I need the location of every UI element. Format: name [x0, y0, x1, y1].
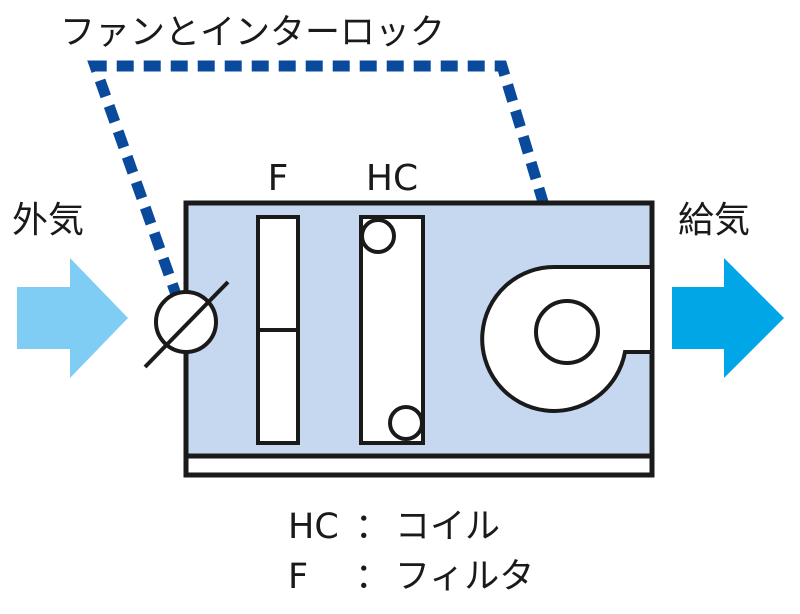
legend-f-key: F	[288, 557, 308, 597]
legend: HC ： コイル F ： フィルタ	[288, 507, 534, 597]
legend-hc-key: HC	[288, 507, 339, 547]
coil-header-bottom	[388, 405, 424, 441]
interlock-label: ファンとインターロック	[60, 13, 445, 53]
heating-coil-label: HC	[366, 158, 418, 199]
fan-impeller	[534, 299, 600, 365]
supply-air-label: 給気	[678, 200, 750, 241]
outside-air-arrow	[17, 258, 128, 378]
legend-f-separator: ：	[355, 557, 390, 597]
legend-hc-separator: ：	[355, 507, 390, 547]
damper-blade	[143, 280, 230, 369]
coil-header-top	[360, 218, 396, 254]
legend-hc-value: コイル	[395, 507, 500, 547]
outside-air-label: 外気	[12, 200, 84, 241]
unit-base	[183, 453, 655, 478]
supply-air-arrow	[672, 258, 784, 378]
interlock-line	[87, 60, 568, 302]
filter-label: F	[268, 158, 289, 199]
heating-coil	[359, 215, 425, 445]
legend-f-value: フィルタ	[395, 557, 534, 597]
